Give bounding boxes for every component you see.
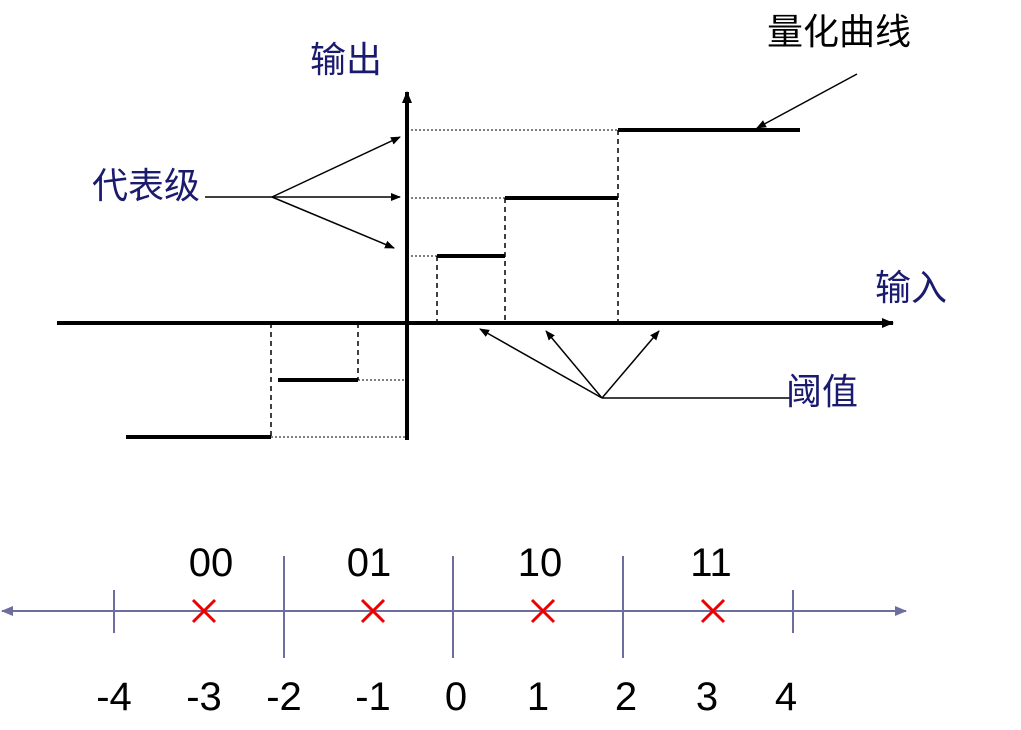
tick-label: 3 <box>696 675 718 719</box>
quantization-steps <box>126 128 800 439</box>
thresholds-label: 阈值 <box>786 372 858 413</box>
threshold-verticals <box>270 130 619 437</box>
x-marker <box>360 598 386 624</box>
tick-label: -4 <box>96 675 132 719</box>
tick-label: -3 <box>186 675 222 719</box>
x-marker <box>530 598 556 624</box>
output-axis-label: 输出 <box>310 40 382 81</box>
tick-label: 2 <box>615 675 637 719</box>
quantizer-plot: 输出 输入 代表级 量化曲线 阈值 <box>57 12 947 440</box>
code-label: 10 <box>518 541 563 585</box>
tick-label: 4 <box>775 675 797 719</box>
tick-label: 0 <box>445 675 467 719</box>
tick-label: -1 <box>355 675 391 719</box>
tick-label: 1 <box>527 675 549 719</box>
tick-label: -2 <box>266 675 302 719</box>
code-label: 00 <box>189 541 234 585</box>
code-label: 01 <box>347 541 392 585</box>
x-marker <box>700 598 726 624</box>
threshold-arrows <box>479 328 790 399</box>
curve-pointer-arrow <box>756 73 858 129</box>
number-line: 00 01 10 11 -4 -3 -2 -1 0 1 2 3 4 <box>1 541 907 719</box>
level-projections <box>271 129 618 438</box>
quantization-curve-label: 量化曲线 <box>767 12 911 53</box>
x-marker <box>191 598 217 624</box>
reconstruction-markers <box>191 598 726 624</box>
code-label: 11 <box>690 541 732 585</box>
input-axis-label: 输入 <box>875 268 947 309</box>
representative-level-arrows <box>205 136 401 249</box>
representative-levels-label: 代表级 <box>92 166 200 207</box>
major-ticks <box>113 556 794 658</box>
